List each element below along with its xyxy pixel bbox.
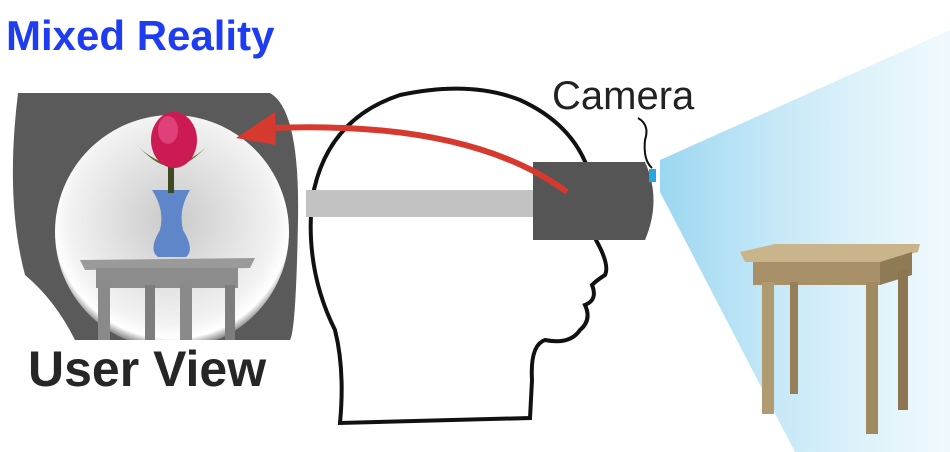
headset-body	[533, 162, 654, 240]
real-table	[740, 244, 920, 434]
head-outline	[308, 86, 609, 426]
headset-strap	[306, 190, 538, 217]
user-view-panel	[12, 93, 299, 340]
camera-lens	[649, 169, 656, 182]
camera-pointer-line	[637, 117, 653, 169]
virtual-table	[80, 258, 255, 340]
diagram-title: Mixed Reality	[6, 12, 275, 59]
vase	[152, 190, 190, 257]
rose	[135, 112, 210, 193]
camera-label: Camera	[552, 74, 695, 118]
projection-arrow	[236, 112, 569, 195]
user-view-label: User View	[28, 341, 267, 397]
